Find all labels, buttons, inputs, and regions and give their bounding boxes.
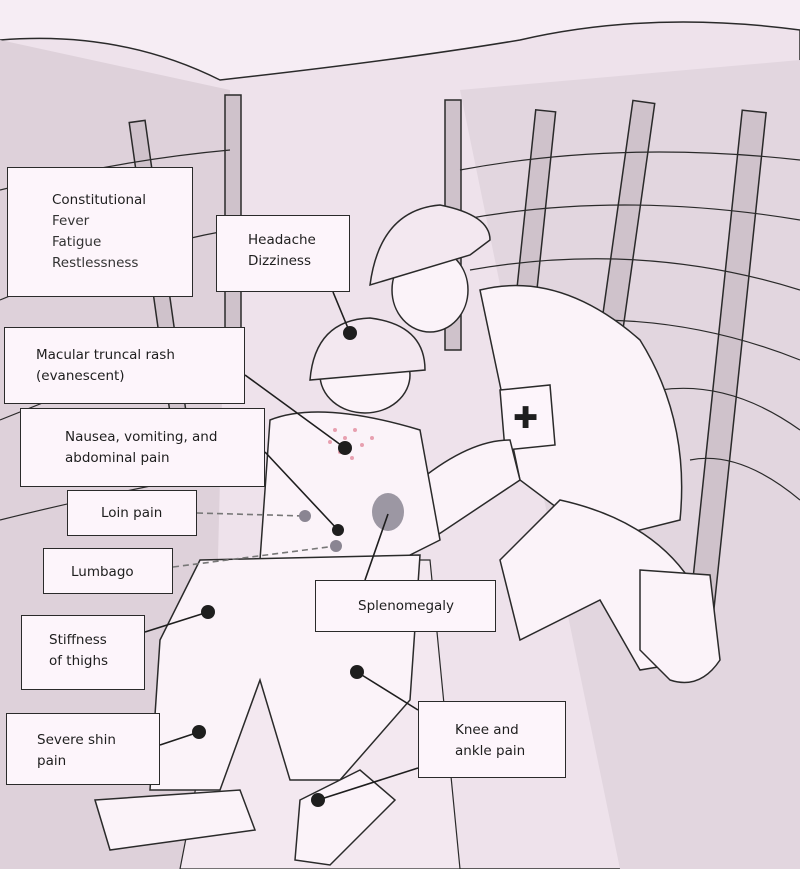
headache-label: Headache Dizziness (216, 215, 350, 292)
thighs-text: of thighs (49, 653, 109, 669)
rash-subtext: (evanescent) (36, 368, 125, 384)
shin-pain-label: Severe shin pain (6, 713, 160, 785)
fever-label: Fever (52, 213, 90, 229)
restlessness-label: Restlessness (52, 255, 139, 271)
stiffness-label: Stiffness of thighs (21, 615, 145, 690)
spleen-marker (372, 493, 404, 531)
loin-pain-label: Loin pain (67, 490, 197, 536)
shin-pain-text: pain (37, 753, 67, 769)
constitutional-title: Constitutional (52, 192, 147, 208)
lumbago-label: Lumbago (43, 548, 173, 594)
dizziness-text: Dizziness (248, 253, 311, 269)
knee-ankle-label: Knee and ankle pain (418, 701, 566, 778)
loin-pain-text: Loin pain (101, 505, 163, 521)
nausea-label: Nausea, vomiting, and abdominal pain (20, 408, 265, 487)
rash-text: Macular truncal rash (36, 347, 175, 363)
fatigue-label: Fatigue (52, 234, 102, 250)
red-cross-armband-icon: ✚ (513, 401, 538, 436)
stiffness-text: Stiffness (49, 632, 107, 648)
abdominal-pain-text: abdominal pain (65, 450, 170, 466)
headache-text: Headache (248, 232, 316, 248)
splenomegaly-label: Splenomegaly (315, 580, 496, 632)
nausea-text: Nausea, vomiting, and (65, 429, 218, 445)
shin-text: Severe shin (37, 732, 116, 748)
knee-text: Knee and (455, 722, 519, 738)
constitutional-label: Constitutional Fever Fatigue Restlessnes… (7, 167, 193, 297)
lumbago-text: Lumbago (71, 564, 134, 580)
splenomegaly-text: Splenomegaly (358, 598, 455, 614)
ankle-pain-text: ankle pain (455, 743, 526, 759)
rash-label: Macular truncal rash (evanescent) (4, 327, 245, 404)
